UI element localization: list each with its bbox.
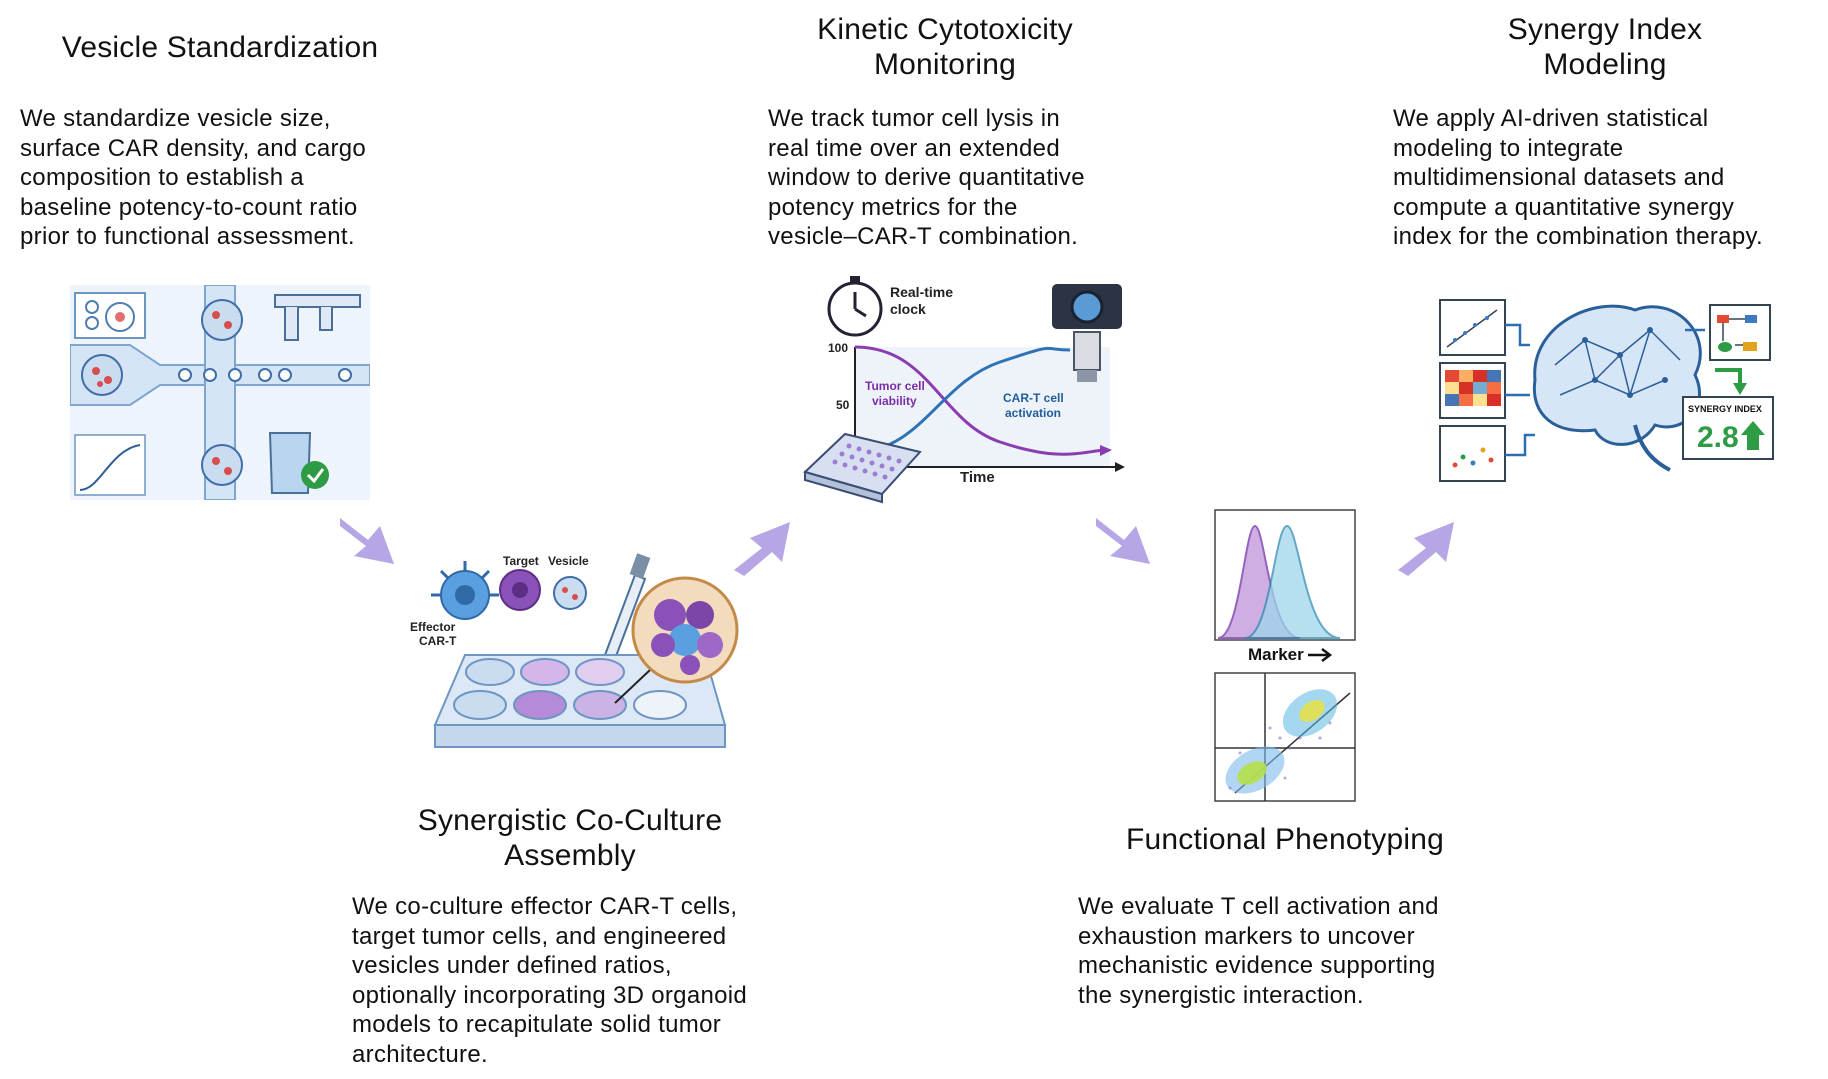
step1-description: We standardize vesicle size, surface CAR… [20, 105, 367, 251]
y-tick-100: 100 [828, 341, 848, 355]
data-panel-heatmap [1439, 362, 1506, 419]
step5-description: We apply AI-driven statistical modeling … [1393, 105, 1763, 251]
step1-title: Vesicle Standardization [61, 31, 379, 64]
workflow-panel [1709, 304, 1771, 361]
stopwatch-icon [827, 276, 883, 337]
phenotyping-illustration: Marker [1214, 509, 1356, 802]
flow-arrow-3 [1096, 518, 1150, 564]
synergy-index-badge: SYNERGY INDEX 2.8 [1682, 396, 1774, 460]
target-label: Target [503, 554, 539, 568]
svg-text:SYNERGY INDEX: SYNERGY INDEX [1688, 404, 1762, 414]
data-panel-scatter [1439, 299, 1506, 356]
vesicle-icon [201, 299, 243, 341]
vesicle-standardization-illustration [70, 285, 370, 500]
step4-title: Functional Phenotyping [1126, 823, 1444, 856]
time-axis-label: Time [960, 469, 995, 486]
flow-arrow-4 [1398, 522, 1454, 576]
synergy-modeling-illustration: SYNERGY INDEX 2.8 [1439, 299, 1774, 482]
step4-description: We evaluate T cell activation and exhaus… [1078, 893, 1439, 1009]
vesicle-icon [81, 354, 123, 396]
step2-description: We co-culture effector CAR-T cells, targ… [352, 893, 748, 1068]
step5-title: Synergy Index Modeling [1507, 13, 1703, 81]
data-panel-clusters [1439, 425, 1506, 482]
y-tick-50: 50 [836, 398, 850, 412]
marker-label: Marker [1248, 645, 1304, 664]
activation-curve [854, 346, 1071, 454]
step3-title: Kinetic Cytotoxicity Monitoring [817, 13, 1073, 81]
viability-curve [854, 345, 1106, 456]
brain-icon [1532, 304, 1702, 472]
well-plate-icon [803, 432, 922, 504]
flow-arrow-1 [340, 518, 394, 564]
flow-arrow-2 [734, 522, 790, 576]
step2-title: Synergistic Co-Culture Assembly [417, 804, 723, 872]
vesicle-label: Vesicle [548, 554, 589, 568]
car-t-cell-icon [431, 561, 499, 620]
organoid-magnifier-icon [614, 576, 739, 704]
step3-description: We track tumor cell lysis in real time o… [768, 105, 1085, 251]
vesicle-icon [201, 444, 243, 486]
tumor-cell-icon [499, 569, 541, 611]
vesicle-icon [553, 576, 587, 610]
svg-text:2.8: 2.8 [1697, 421, 1739, 454]
camera-icon [1052, 284, 1122, 382]
